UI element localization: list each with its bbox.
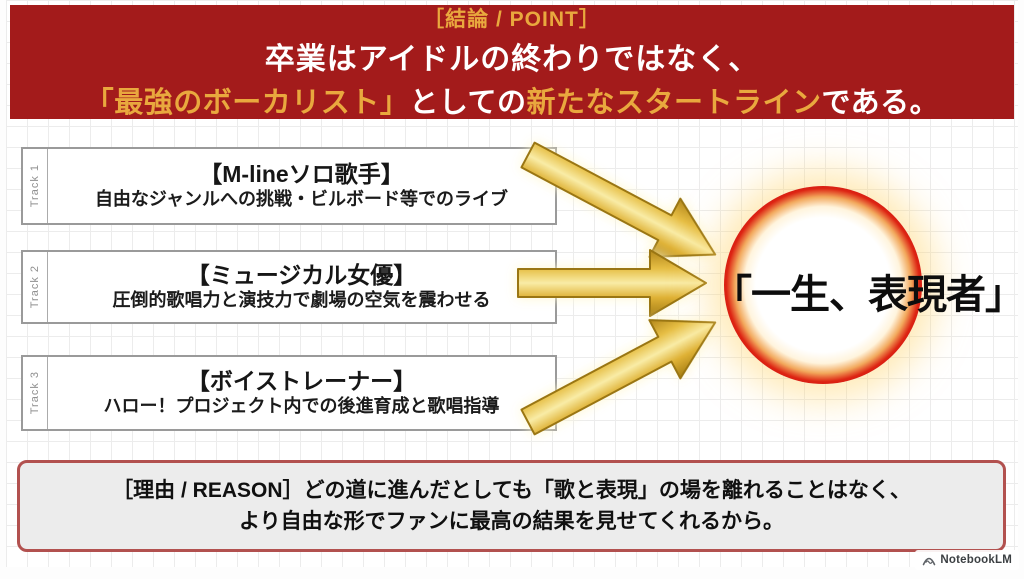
track-1-title: 【M-lineソロ歌手】 — [199, 160, 404, 187]
track-2-desc: 圧倒的歌唱力と演技力で劇場の空気を震わせる — [112, 290, 491, 311]
banner-line-2-part-1: 「最強のボーカリスト」 — [84, 87, 410, 119]
banner-tag: ［結論 / POINT］ — [423, 8, 601, 31]
track-2-body: 【ミュージカル女優】 圧倒的歌唱力と演技力で劇場の空気を震わせる — [48, 252, 555, 322]
track-1-label-column: Track 1 — [23, 149, 48, 223]
reason-box: ［理由 / REASON］どの道に進んだとしても「歌と表現」の場を離れることはな… — [17, 460, 1006, 552]
track-1-body: 【M-lineソロ歌手】 自由なジャンルへの挑戦・ビルボード等でのライブ — [48, 149, 555, 223]
track-card-2: Track 2 【ミュージカル女優】 圧倒的歌唱力と演技力で劇場の空気を震わせる — [21, 250, 557, 324]
track-3-desc: ハロー！プロジェクト内での後進育成と歌唱指導 — [103, 396, 500, 417]
track-1-label: Track 1 — [29, 164, 41, 208]
track-2-label-column: Track 2 — [23, 252, 48, 322]
track-3-body: 【ボイストレーナー】 ハロー！プロジェクト内での後進育成と歌唱指導 — [48, 357, 555, 429]
track-card-1: Track 1 【M-lineソロ歌手】 自由なジャンルへの挑戦・ビルボード等で… — [21, 147, 557, 225]
notebooklm-icon — [923, 557, 936, 566]
track-3-title: 【ボイストレーナー】 — [186, 367, 417, 394]
goal-text: 「一生、表現者」 — [712, 273, 1024, 317]
track-2-title: 【ミュージカル女優】 — [186, 261, 417, 288]
reason-line-2: より自由な形でファンに最高の結果を見せてくれるから。 — [239, 509, 784, 533]
notebooklm-watermark: NotebookLM — [915, 550, 1019, 570]
track-2-label: Track 2 — [29, 265, 41, 309]
banner-line-2-part-3: 新たなスタートライン — [526, 87, 822, 119]
track-card-3: Track 3 【ボイストレーナー】 ハロー！プロジェクト内での後進育成と歌唱指… — [21, 355, 557, 431]
banner-line-2: 「最強のボーカリスト」としての新たなスタートラインである。 — [10, 79, 1014, 121]
track-3-label-column: Track 3 — [23, 357, 48, 429]
track-1-desc: 自由なジャンルへの挑戦・ビルボード等でのライブ — [94, 189, 509, 210]
track-3-label: Track 3 — [29, 371, 41, 415]
watermark-label: NotebookLM — [940, 554, 1012, 566]
banner-line-2-part-4: である。 — [821, 87, 940, 119]
goal-ring — [724, 186, 922, 384]
banner-line-1: 卒業はアイドルの終わりではなく、 — [264, 43, 760, 76]
banner-line-2-part-2: としての — [409, 87, 527, 119]
reason-line-1: ［理由 / REASON］どの道に進んだとしても「歌と表現」の場を離れることはな… — [112, 479, 911, 503]
conclusion-banner: ［結論 / POINT］ 卒業はアイドルの終わりではなく、 「最強のボーカリスト… — [10, 5, 1014, 119]
